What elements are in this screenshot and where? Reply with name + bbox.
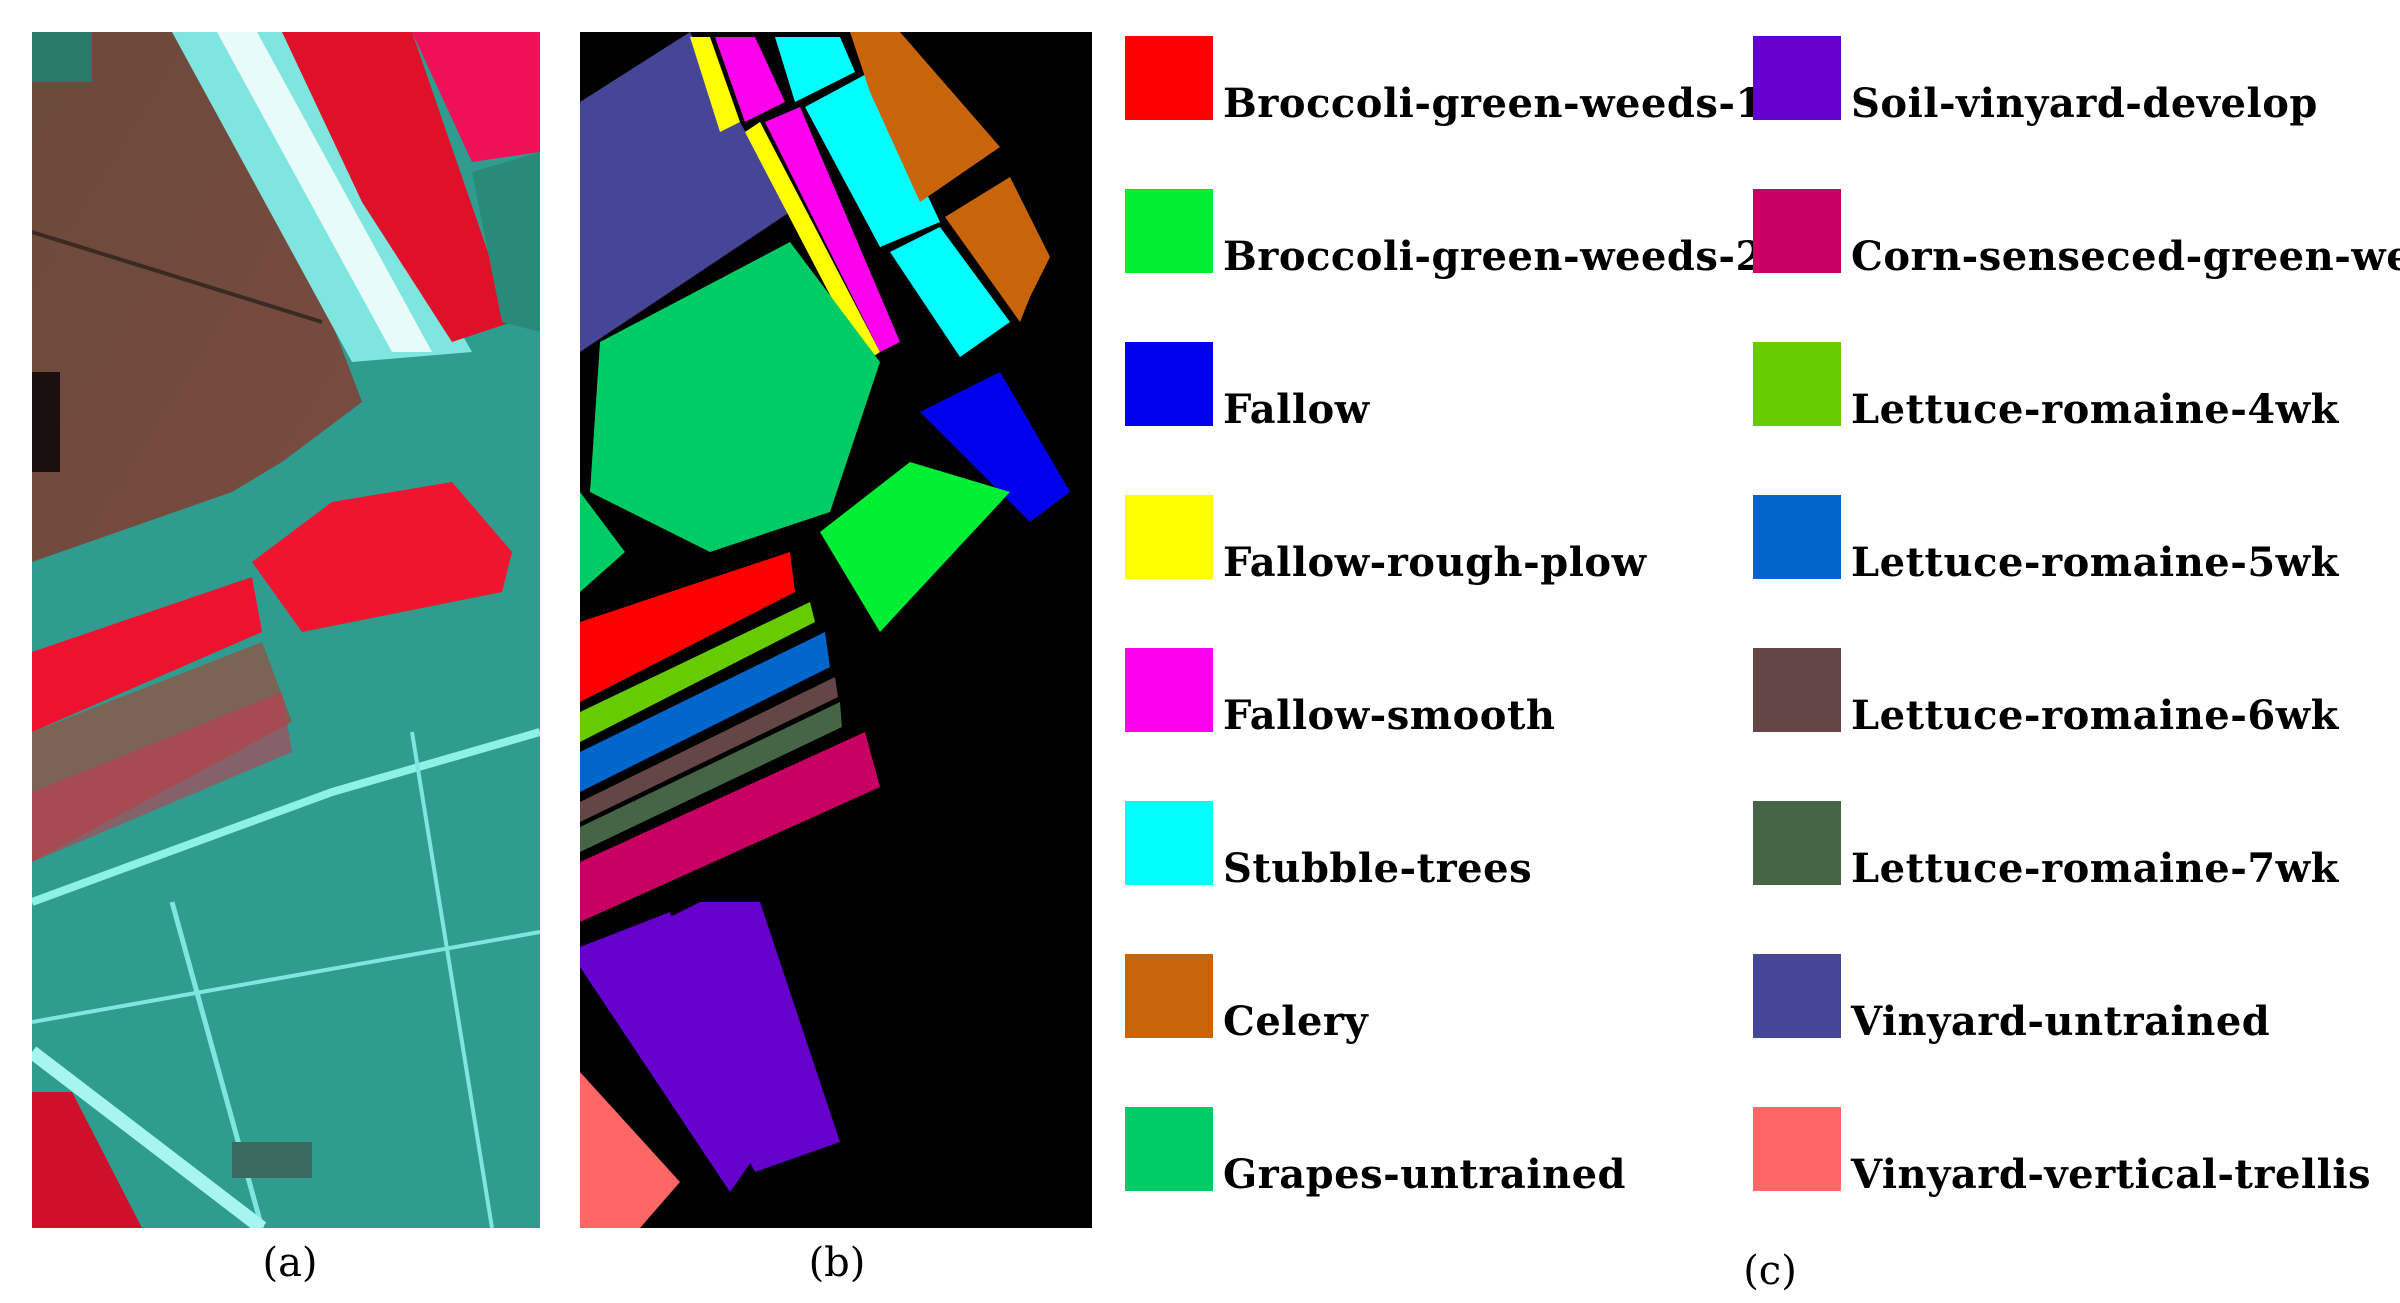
legend-swatch	[1753, 1107, 1841, 1191]
legend-item: Vinyard-untrained	[1753, 954, 2393, 1045]
legend-item: Lettuce-romaine-5wk	[1753, 495, 2393, 586]
legend-label: Corn-senseced-green-weeds	[1851, 233, 2400, 280]
legend-item: Broccoli-green-weeds-2	[1125, 189, 1765, 280]
legend-swatch	[1753, 36, 1841, 120]
legend-swatch	[1125, 801, 1213, 885]
legend-item: Soil-vinyard-develop	[1753, 36, 2393, 127]
legend-item: Lettuce-romaine-6wk	[1753, 648, 2393, 739]
legend-swatch	[1125, 342, 1213, 426]
legend-item: Fallow-rough-plow	[1125, 495, 1765, 586]
legend-item: Celery	[1125, 954, 1765, 1045]
region-vinyard-untrained	[580, 32, 790, 352]
legend-item: Vinyard-vertical-trellis	[1753, 1107, 2393, 1198]
caption-a: (a)	[262, 1240, 318, 1286]
ground-truth-map-svg	[580, 32, 1092, 1228]
region-lettuce-romaine-7wk	[580, 702, 842, 852]
legend-label: Broccoli-green-weeds-2	[1223, 233, 1764, 280]
legend-label: Broccoli-green-weeds-1	[1223, 80, 1764, 127]
legend-item: Stubble-trees	[1125, 801, 1765, 892]
legend-label: Fallow-rough-plow	[1223, 539, 1647, 586]
legend-label: Lettuce-romaine-5wk	[1851, 539, 2339, 586]
legend-label: Grapes-untrained	[1223, 1151, 1627, 1198]
legend-swatch	[1125, 1107, 1213, 1191]
region-broccoli-green-weeds-1	[580, 552, 795, 702]
legend-label: Lettuce-romaine-6wk	[1851, 692, 2339, 739]
legend-swatch	[1125, 36, 1213, 120]
legend-swatch	[1753, 495, 1841, 579]
region-celery	[850, 32, 1000, 202]
legend-item: Fallow	[1125, 342, 1765, 433]
region-fallow	[920, 372, 1070, 522]
false-color-image	[32, 32, 540, 1228]
legend-label: Fallow	[1223, 386, 1370, 433]
legend-swatch	[1753, 648, 1841, 732]
legend-swatch	[1753, 954, 1841, 1038]
legend-item: Lettuce-romaine-7wk	[1753, 801, 2393, 892]
legend-swatch	[1753, 342, 1841, 426]
region-stubble-trees-2	[805, 72, 940, 247]
region-broccoli-green-weeds-2	[820, 462, 1010, 632]
false-color-image-svg	[32, 32, 540, 1228]
legend-item: Lettuce-romaine-4wk	[1753, 342, 2393, 433]
legend-swatch	[1125, 648, 1213, 732]
legend-swatch	[1753, 801, 1841, 885]
legend-item: Grapes-untrained	[1125, 1107, 1765, 1198]
region-grapes-untrained-2	[580, 492, 625, 592]
caption-b: (b)	[808, 1240, 866, 1286]
region-fallow-smooth	[715, 37, 785, 122]
legend-item: Broccoli-green-weeds-1	[1125, 36, 1765, 127]
legend-swatch	[1125, 189, 1213, 273]
legend-item: Corn-senseced-green-weeds	[1753, 189, 2400, 280]
legend-swatch	[1753, 189, 1841, 273]
legend-label: Fallow-smooth	[1223, 692, 1556, 739]
region-fallow-smooth-2	[765, 107, 900, 352]
region-lettuce-romaine-4wk	[580, 602, 815, 742]
legend-label: Soil-vinyard-develop	[1851, 80, 2318, 127]
legend-label: Celery	[1223, 998, 1369, 1045]
region-vinyard-vertical-trellis	[580, 1072, 680, 1228]
legend-label: Lettuce-romaine-7wk	[1851, 845, 2339, 892]
region-stubble-trees-3	[890, 227, 1010, 357]
region-lettuce-romaine-5wk	[580, 632, 830, 792]
ground-truth-map	[580, 32, 1092, 1228]
region-soil-vinyard-develop	[580, 912, 765, 1192]
legend-item: Fallow-smooth	[1125, 648, 1765, 739]
legend-swatch	[1125, 954, 1213, 1038]
legend-label: Vinyard-vertical-trellis	[1851, 1151, 2372, 1198]
region-fallow-rough-plow-2	[745, 122, 880, 362]
region-corn-senseced-green-weeds	[580, 732, 880, 922]
caption-c: (c)	[1743, 1248, 1797, 1294]
region-soil-vinyard-develop-2	[630, 902, 840, 1172]
legend-label: Lettuce-romaine-4wk	[1851, 386, 2339, 433]
legend-label: Vinyard-untrained	[1851, 998, 2271, 1045]
region-lettuce-romaine-6wk	[580, 677, 838, 822]
region-fallow-rough-plow	[690, 37, 740, 132]
legend-label: Stubble-trees	[1223, 845, 1533, 892]
region-stubble-trees	[775, 37, 855, 102]
region-celery-2	[945, 177, 1050, 322]
region-grapes-untrained	[590, 242, 880, 552]
legend-swatch	[1125, 495, 1213, 579]
